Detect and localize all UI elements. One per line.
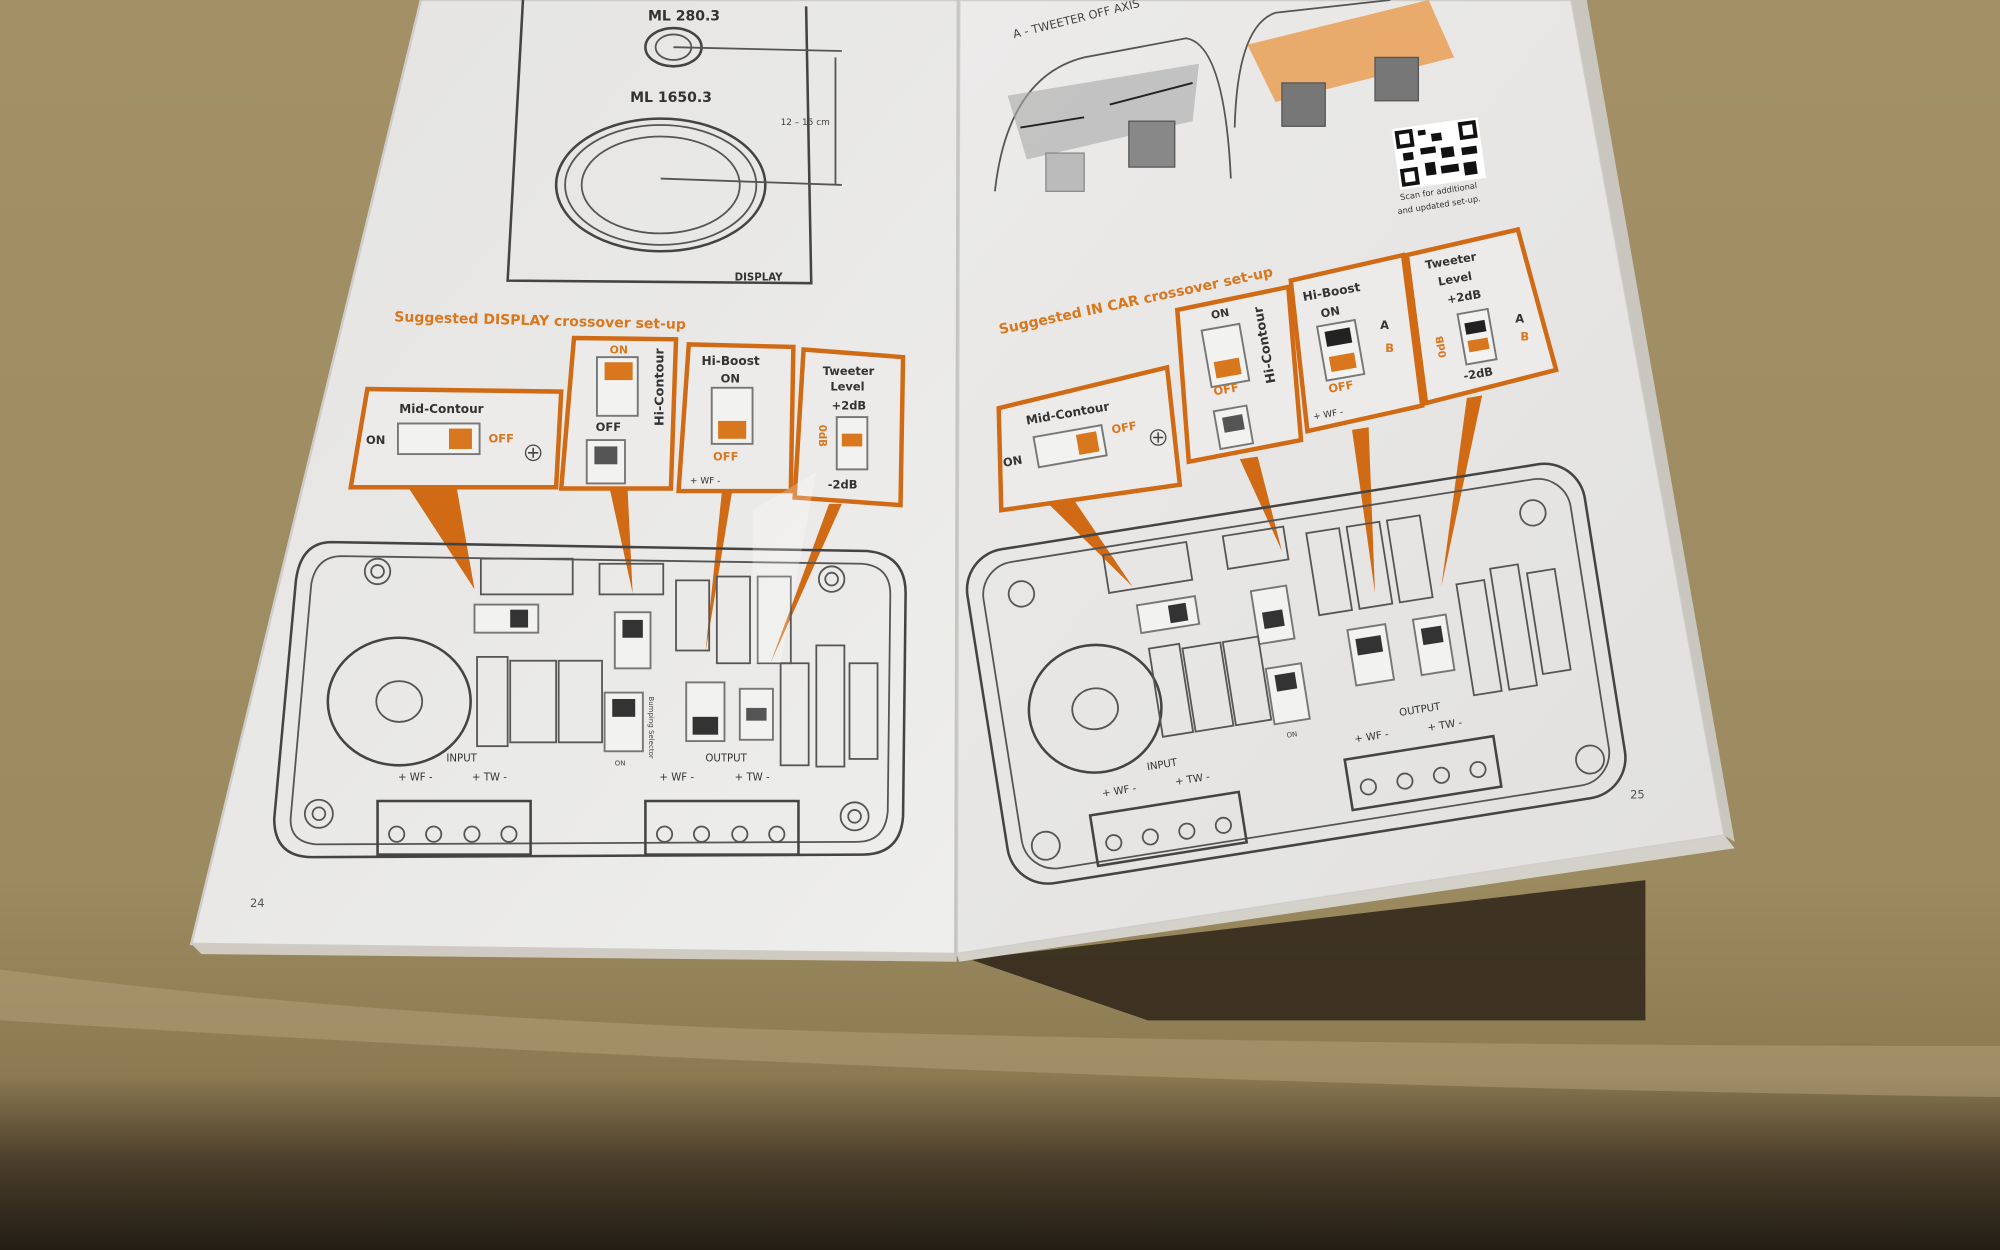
- incar-output-wf-label: + WF -: [1354, 729, 1390, 745]
- tweeter-level-label-2: Level: [830, 379, 864, 393]
- incar-hi-contour-callout: ON OFF Hi-Contour: [1174, 284, 1304, 465]
- hi-boost-off: OFF: [713, 449, 738, 463]
- output-label: OUTPUT: [705, 753, 747, 764]
- tweeter-level-low: -2dB: [828, 478, 858, 492]
- car-interior-diagram-a: [994, 37, 1232, 192]
- display-setup-title: Suggested DISPLAY crossover set-up: [394, 309, 686, 333]
- incar-tweeter-level-b: B: [1520, 330, 1529, 344]
- mid-contour-off: OFF: [489, 432, 514, 446]
- hi-contour-callout: ON OFF Hi-Contour: [558, 335, 679, 491]
- hi-contour-on: ON: [610, 343, 628, 356]
- output-wf-label: + WF -: [659, 773, 694, 784]
- incar-tweeter-level-mid: 0dB: [1435, 335, 1450, 359]
- incar-tweeter-level-high: +2dB: [1446, 287, 1482, 307]
- tweeter-level-callout: Tweeter Level +2dB 0dB -2dB: [792, 347, 906, 508]
- hi-contour-off: OFF: [596, 420, 621, 434]
- hi-boost-wf: + WF -: [690, 476, 720, 486]
- glare: [752, 471, 817, 664]
- incar-input-tw-label: + TW -: [1174, 772, 1211, 788]
- plus-icon: [524, 444, 542, 462]
- spine: [954, 0, 960, 955]
- tweeter-level-high: +2dB: [832, 398, 867, 412]
- tweeter-level-mid: 0dB: [816, 425, 827, 447]
- input-label: INPUT: [446, 753, 477, 764]
- incar-bumping-on-label: ON: [1286, 729, 1298, 740]
- incar-mid-contour-callout: Mid-Contour ON OFF: [996, 364, 1183, 513]
- booklet-shadow: [969, 880, 1646, 1021]
- input-wf-label: + WF -: [398, 773, 433, 784]
- right-crossover-board: ON INPUT + WF - + TW - OUTPUT + WF - + T…: [965, 462, 1627, 885]
- counter-edge-highlight: [0, 969, 2000, 1097]
- display-label: DISPLAY: [735, 273, 783, 284]
- incar-tweeter-level-a: A: [1515, 312, 1524, 326]
- output-tw-label: + TW -: [735, 773, 770, 784]
- incar-tweeter-level-low: -2dB: [1462, 364, 1494, 383]
- incar-hi-boost-off: OFF: [1327, 378, 1354, 396]
- right-switch-callouts: Mid-Contour ON OFF ON OFF Hi-Contour H: [996, 226, 1559, 594]
- mid-contour-callout: Mid-Contour ON OFF: [348, 386, 564, 490]
- car-interior-diagram-b: [1233, 0, 1455, 128]
- bumping-on-label: ON: [615, 758, 626, 767]
- incar-mid-contour-on: ON: [1002, 453, 1023, 470]
- distance-label: 12 – 15 cm: [781, 118, 830, 128]
- woofer-model-label: ML 1650.3: [630, 90, 712, 106]
- display-diagram: ML 280.3 ML 1650.3 12 – 15 cm DISPLAY: [506, 0, 842, 285]
- incar-hi-contour-on: ON: [1210, 306, 1230, 322]
- bumping-selector-label: Bumping Selector: [647, 696, 656, 758]
- incar-hi-boost-on: ON: [1320, 303, 1341, 320]
- incar-input-label: INPUT: [1146, 757, 1179, 773]
- incar-hi-boost-b: B: [1385, 341, 1394, 355]
- tweeter-level-label-1: Tweeter: [823, 364, 875, 378]
- mid-contour-on: ON: [366, 433, 385, 447]
- incar-input-wf-label: + WF -: [1101, 783, 1137, 799]
- incar-hi-contour-off: OFF: [1212, 380, 1239, 398]
- right-page-edge: [1571, 0, 1735, 842]
- incar-mid-contour-off: OFF: [1110, 418, 1137, 436]
- hi-boost-label: Hi-Boost: [702, 354, 760, 368]
- plus-icon: [1149, 429, 1167, 446]
- hi-boost-on: ON: [721, 372, 740, 386]
- tweeter-model-label: ML 280.3: [648, 8, 720, 24]
- input-tw-label: + TW -: [472, 773, 507, 784]
- incar-tweeter-level-callout: Tweeter Level +2dB 0dB A B -2dB: [1404, 226, 1559, 406]
- page-number-left: 24: [250, 896, 265, 910]
- right-page-bottom-edge: [956, 835, 1735, 962]
- left-page-edge: [191, 943, 957, 962]
- incar-tweeter-level-label-2: Level: [1437, 269, 1473, 289]
- incar-output-tw-label: + TW -: [1427, 718, 1464, 734]
- hi-contour-label: Hi-Contour: [652, 348, 667, 426]
- incar-hi-boost-callout: Hi-Boost ON A B OFF + WF -: [1288, 252, 1425, 434]
- page-number-right: 25: [1630, 787, 1645, 801]
- mid-contour-label: Mid-Contour: [399, 402, 483, 416]
- incar-hi-boost-a: A: [1380, 318, 1389, 332]
- qr-code: [1391, 117, 1487, 190]
- hi-boost-callout: Hi-Boost ON OFF + WF -: [676, 342, 796, 494]
- left-crossover-board: Bumping Selector ON INPUT + WF - + TW - …: [272, 540, 907, 859]
